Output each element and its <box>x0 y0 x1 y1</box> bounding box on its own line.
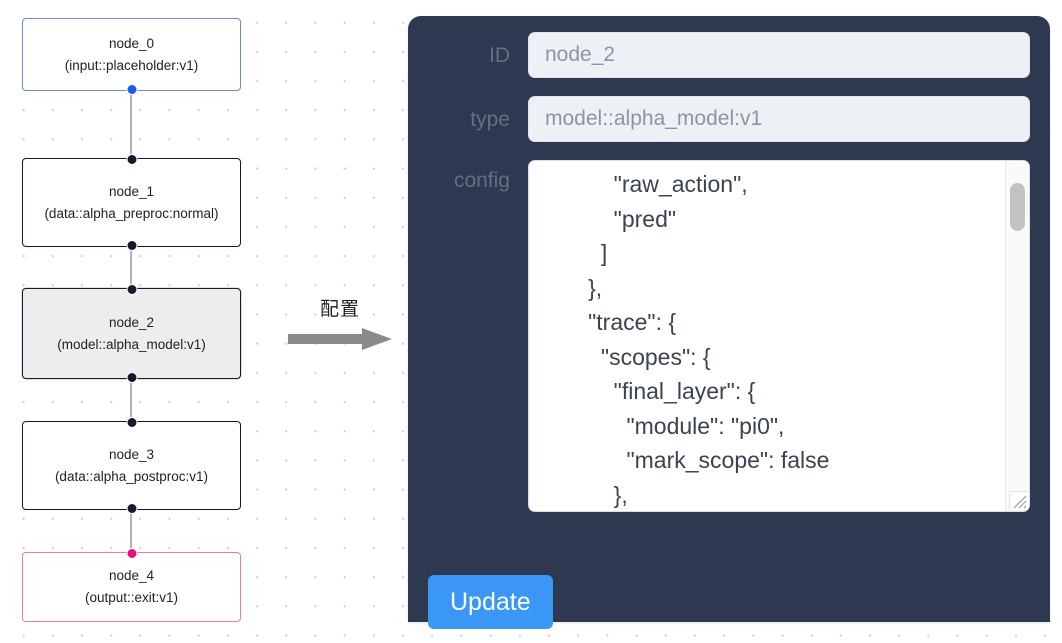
resize-grip-icon[interactable] <box>1009 491 1028 510</box>
config-scrollbar[interactable] <box>1005 161 1029 511</box>
update-button[interactable]: Update <box>428 575 553 629</box>
node-handle-target[interactable] <box>126 154 137 165</box>
node-handle-source[interactable] <box>126 84 137 95</box>
edge-node_1-to-node_2[interactable] <box>130 247 132 288</box>
graph-node-node_2[interactable]: node_2 (model::alpha_model:v1) <box>22 284 241 383</box>
node-handle-target[interactable] <box>126 284 137 295</box>
node-handle-source[interactable] <box>126 240 137 251</box>
node-handle-source[interactable] <box>126 503 137 514</box>
config-label: config <box>453 169 510 192</box>
graph-node-label: node_3 (data::alpha_postproc:v1) <box>54 446 209 484</box>
field-row-type: type model::alpha_model:v1 <box>408 96 1050 144</box>
graph-node-node_4[interactable]: node_4 (output::exit:v1) <box>22 548 241 622</box>
edge-node_0-to-node_1[interactable] <box>130 91 132 158</box>
field-row-id: ID node_2 <box>408 32 1050 80</box>
graph-node-label: node_0 (input::placeholder:v1) <box>64 35 199 73</box>
config-textarea-wrapper: "raw_action", "pred" ] }, "trace": { "sc… <box>528 160 1030 512</box>
annotation-label: 配置 <box>319 298 360 320</box>
config-scrollbar-thumb[interactable] <box>1010 183 1025 231</box>
config-textarea[interactable]: "raw_action", "pred" ] }, "trace": { "sc… <box>588 171 830 508</box>
id-label: ID <box>489 44 510 67</box>
edge-node_2-to-node_3[interactable] <box>130 379 132 421</box>
graph-node-label: node_2 (model::alpha_model:v1) <box>57 314 206 352</box>
field-row-config: config "raw_action", "pred" ] }, "trace"… <box>408 160 1050 512</box>
type-label: type <box>470 108 510 131</box>
graph-node-node_1[interactable]: node_1 (data::alpha_preproc:normal) <box>22 154 241 251</box>
node-handle-source[interactable] <box>126 372 137 383</box>
graph-node-node_0[interactable]: node_0 (input::placeholder:v1) <box>22 18 241 95</box>
node-config-panel: ID node_2 type model::alpha_model:v1 con… <box>408 16 1050 622</box>
type-input[interactable]: model::alpha_model:v1 <box>528 96 1030 142</box>
graph-node-node_3[interactable]: node_3 (data::alpha_postproc:v1) <box>22 417 241 514</box>
annotation-config-arrow: 配置 <box>288 298 392 352</box>
node-handle-target[interactable] <box>126 417 137 428</box>
edge-node_3-to-node_4[interactable] <box>130 510 132 552</box>
graph-node-label: node_4 (output::exit:v1) <box>84 568 179 605</box>
arrow-right-icon <box>288 328 392 350</box>
graph-node-label: node_1 (data::alpha_preproc:normal) <box>44 183 219 221</box>
node-handle-target[interactable] <box>126 548 137 559</box>
id-input[interactable]: node_2 <box>528 32 1030 78</box>
